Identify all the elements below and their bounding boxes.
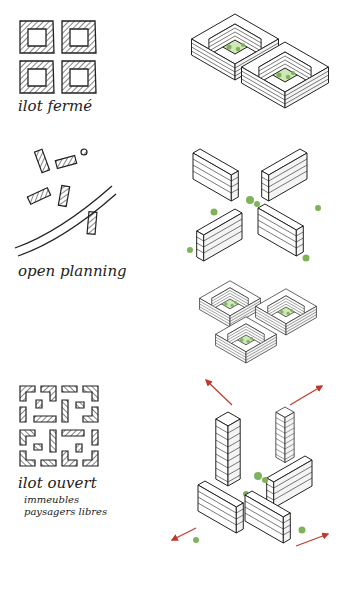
sketch-caption: ilot ouvert bbox=[18, 474, 97, 492]
note-text: immeubles paysagers libres bbox=[24, 494, 116, 517]
open-block-axonometry bbox=[172, 380, 328, 546]
sketch-caption: ilot fermé bbox=[18, 97, 92, 115]
sketch-caption: open planning bbox=[18, 262, 127, 280]
open-planning-plan bbox=[15, 149, 116, 256]
open-block-plans bbox=[20, 386, 98, 466]
open-planning-axonometry bbox=[187, 149, 321, 262]
closed-block-plans bbox=[20, 21, 96, 93]
closed-block-axonometry bbox=[192, 14, 329, 108]
block-cluster-axonometry bbox=[200, 281, 317, 363]
